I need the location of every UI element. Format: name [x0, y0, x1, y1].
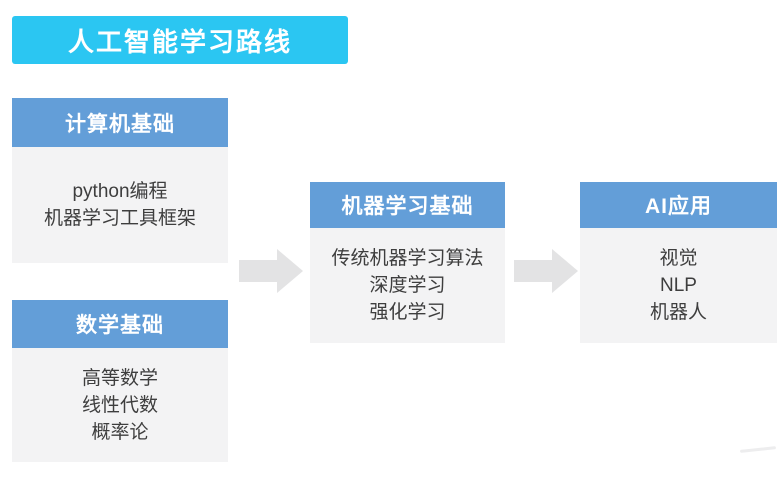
box-item: 机器人: [649, 302, 707, 323]
box-math-basics-header: 数学基础: [12, 300, 228, 348]
box-item: 深度学习: [369, 275, 446, 296]
box-item: NLP: [660, 275, 697, 296]
box-computer-basics-header: 计算机基础: [12, 98, 228, 147]
arrow-tail: [514, 260, 552, 282]
box-item: 强化学习: [369, 302, 446, 323]
box-math-basics-body: 高等数学 线性代数 概率论: [12, 348, 228, 462]
box-item: 线性代数: [81, 394, 158, 416]
right-arrow-icon: [514, 249, 578, 293]
box-math-basics: 数学基础 高等数学 线性代数 概率论: [12, 300, 228, 462]
arrow-head: [552, 249, 578, 293]
box-item: 概率论: [91, 421, 149, 443]
arrow-head: [277, 249, 303, 293]
box-item: 机器学习工具框架: [43, 208, 196, 229]
box-computer-basics: 计算机基础 python编程 机器学习工具框架: [12, 98, 228, 263]
box-ml-basics: 机器学习基础 传统机器学习算法 深度学习 强化学习: [310, 182, 505, 343]
box-item: 视觉: [659, 248, 698, 269]
page-title: 人工智能学习路线: [12, 16, 348, 64]
box-ml-basics-body: 传统机器学习算法 深度学习 强化学习: [310, 228, 505, 343]
box-ai-applications-body: 视觉 NLP 机器人: [580, 228, 777, 343]
box-item: 高等数学: [81, 367, 158, 389]
faint-corner-artifact: [739, 446, 777, 453]
box-ai-applications: AI应用 视觉 NLP 机器人: [580, 182, 777, 343]
arrow-tail: [239, 260, 277, 282]
box-computer-basics-body: python编程 机器学习工具框架: [12, 147, 228, 263]
right-arrow-icon: [239, 249, 303, 293]
box-ml-basics-header: 机器学习基础: [310, 182, 505, 228]
box-item: 传统机器学习算法: [331, 248, 484, 269]
box-item: python编程: [72, 181, 168, 202]
box-ai-applications-header: AI应用: [580, 182, 777, 228]
